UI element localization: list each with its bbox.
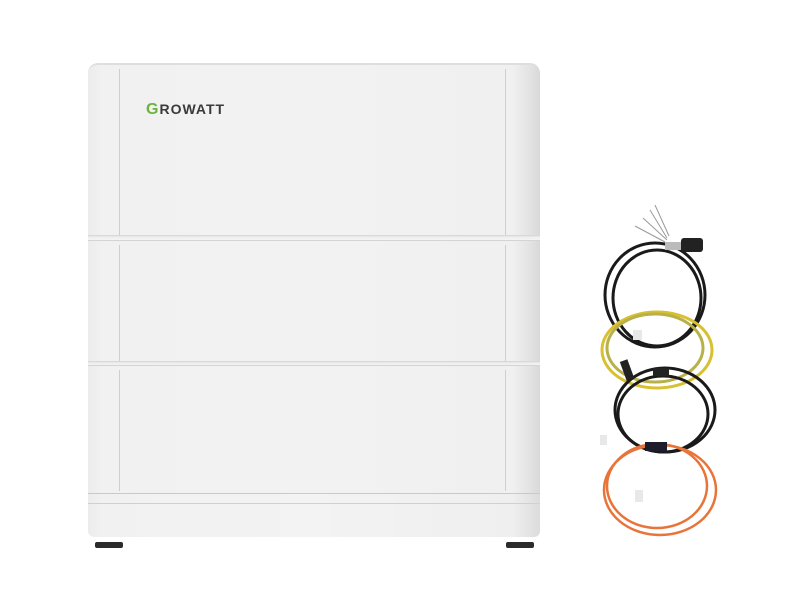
network-cable: [602, 442, 718, 537]
module-divider: [88, 235, 540, 243]
ground-cable: [600, 310, 714, 390]
base-seam: [88, 503, 540, 504]
brand-logo-text: ROWATT: [159, 101, 226, 117]
foot-right: [506, 542, 534, 548]
battery-base: [88, 493, 540, 537]
module-rail-right: [505, 370, 506, 491]
module-rail-left: [119, 69, 120, 237]
foot-left: [95, 542, 123, 548]
module-rail-right: [505, 69, 506, 237]
module-rail-left: [119, 245, 120, 362]
connector-icon: [645, 442, 667, 451]
connector-icon: [653, 368, 669, 376]
brand-logo: GROWATT: [146, 101, 225, 119]
battery-module-middle: [88, 240, 540, 364]
cable-bundle-image: [600, 204, 718, 537]
cable-label: [633, 330, 642, 340]
battery-stack: GROWATT: [88, 63, 540, 548]
module-rail-left: [119, 370, 120, 491]
connector-icon: [681, 238, 703, 252]
cable-label: [600, 435, 607, 445]
communication-cable: [603, 241, 707, 349]
battery-module-bottom: [88, 365, 540, 493]
battery-module-top: GROWATT: [88, 63, 540, 239]
module-rail-right: [505, 245, 506, 362]
connector-icon: [619, 359, 635, 381]
brand-logo-initial: G: [146, 101, 160, 118]
stripped-wires-icon: [634, 204, 670, 243]
cable-label: [635, 490, 643, 502]
